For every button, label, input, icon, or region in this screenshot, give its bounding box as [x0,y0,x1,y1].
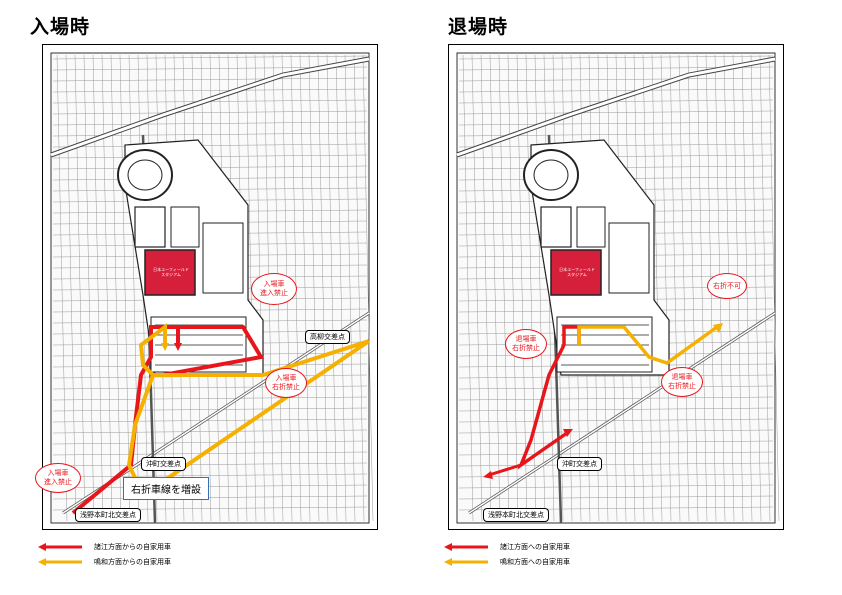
note-right-turn-lane: 右折車線を増設 [123,477,209,500]
callout-exit-no-right-turn-west: 退場車 右折禁止 [505,329,547,359]
stadium-label: 日本ユーフィールド スタジアム [559,267,595,277]
junction-okimachi: 沖町交差点 [557,457,602,471]
callout-no-entry-south: 入場車 進入禁止 [35,463,81,493]
stadium-icon [144,249,196,296]
callout-exit-no-right-turn-east: 退場車 右折禁止 [661,367,703,397]
legend-entry-west-label: 鳴和方面からの自家用車 [94,558,171,566]
sports-complex [523,139,670,376]
legend-entry-east: 諸江方面からの自家用車 [38,542,171,552]
stadium-icon [550,249,602,296]
stadium-label: 日本ユーフィールド スタジアム [153,267,189,277]
legend-exit-east: 諸江方面への自家用車 [444,542,570,552]
panel-title-entry: 入場時 [30,16,91,38]
callout-no-right-turn-exit: 右折不可 [707,273,747,299]
legend-exit-west: 鳴和方面への自家用車 [444,557,570,567]
route-entry-west [126,323,371,498]
exit-map-base [456,52,780,524]
junction-takayanagi: 高柳交差点 [305,330,350,344]
legend-entry-east-label: 諸江方面からの自家用車 [94,543,171,551]
exit-map[interactable]: 日本ユーフィールド スタジアム 右折不可 退場車 右折禁止 退場車 右折禁止 沖… [448,44,784,530]
panel-title-exit: 退場時 [448,16,509,38]
legend-exit-west-label: 鳴和方面への自家用車 [500,558,570,566]
callout-no-right-turn: 入場車 右折禁止 [265,368,307,398]
entry-map[interactable]: 日本ユーフィールド スタジアム 入場車 進入禁止 入場車 右折禁止 入場車 進入… [35,44,378,530]
junction-asanohonmachi-kita: 浅野本町北交差点 [483,508,549,522]
legend-entry-west: 鳴和方面からの自家用車 [38,557,171,567]
junction-okimachi: 沖町交差点 [141,457,186,471]
entry-map-base [50,52,374,524]
callout-no-entry-north: 入場車 進入禁止 [251,273,297,305]
junction-asanohonmachi-kita: 浅野本町北交差点 [75,508,141,522]
legend-exit-east-label: 諸江方面への自家用車 [500,543,570,551]
route-exit-west [577,325,719,365]
